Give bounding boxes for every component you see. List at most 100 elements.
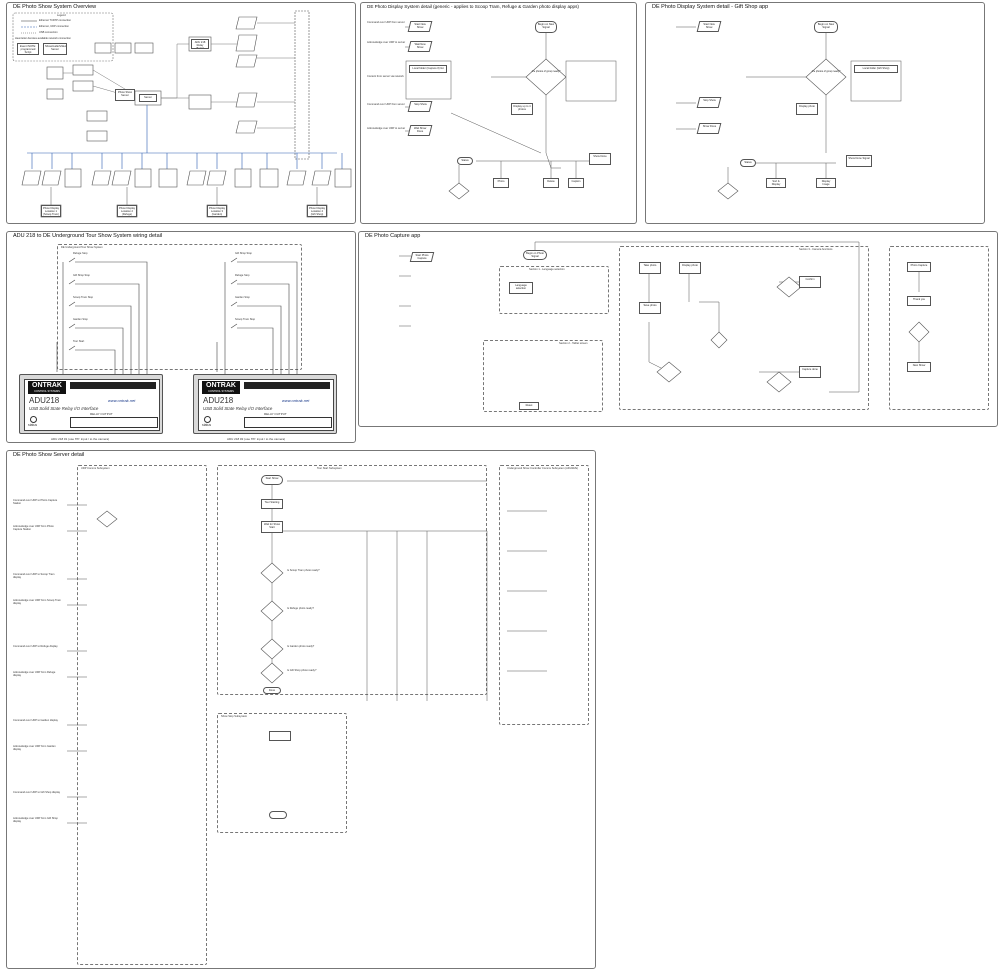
server-tour-section bbox=[217, 465, 487, 695]
generic-wait-new-show: Wait New Show bbox=[407, 41, 433, 52]
adu-switch2-1: Gift Shop Stop bbox=[235, 252, 252, 255]
server-panel: DE Photo Show Server detail UDP Comms Su… bbox=[6, 450, 596, 969]
capture-section-3 bbox=[619, 246, 869, 410]
generic-label-content: Content from server via network bbox=[367, 75, 404, 78]
server-left-label-3: Command over UDP to Scoop Tram display bbox=[13, 573, 55, 579]
overview-box-event: Event /NOTE: programmed Script bbox=[17, 43, 39, 55]
adu-group-label: DE Underground Tour Show System bbox=[61, 246, 103, 249]
overview-box-av-server: Show/Audio/Video Server bbox=[43, 43, 67, 55]
gift-begin-signal: Begin on New Signal bbox=[814, 21, 838, 33]
server-left-label-1: Command over UDP to Photo Capture Statio… bbox=[13, 499, 58, 505]
display-gift-title: DE Photo Display System detail - Gift Sh… bbox=[652, 4, 769, 10]
adu-board-2-relay-label: RELAY OUTPUT bbox=[264, 412, 287, 416]
capture-title: DE Photo Capture app bbox=[365, 233, 421, 239]
generic-label-cmd2: Command over UDP from server bbox=[367, 103, 405, 106]
server-stop-label: Show Stop Subsystem bbox=[221, 715, 248, 718]
display-generic-diagram bbox=[405, 26, 617, 200]
generic-status: Status bbox=[457, 157, 473, 165]
capture-confirm: Confirm bbox=[799, 276, 821, 288]
gift-start-new-show: Start New Show bbox=[696, 21, 722, 32]
display-gift-diagram bbox=[676, 26, 902, 200]
capture-save-photo: Save photo bbox=[639, 302, 661, 314]
gift-show-done-signal: Show Done Signal bbox=[846, 155, 872, 167]
overview-legend-note: Heat letter denotes available network co… bbox=[15, 37, 71, 40]
overview-panel: DE Photo Show System Overview bbox=[6, 2, 356, 224]
adu-board-1: ONTRAK CONTROL SYSTEMS ADU218 USB Solid … bbox=[19, 374, 163, 434]
gift-show-done: Show Done bbox=[696, 123, 722, 134]
server-diagram bbox=[67, 480, 547, 824]
capture-diagram bbox=[399, 241, 930, 393]
generic-label-cmd1: Command over UDP from server bbox=[367, 21, 405, 24]
overview-relay-box: ADU 218 Relay Board bbox=[191, 39, 209, 49]
generic-begin-signal: Begin on New Signal bbox=[535, 21, 557, 33]
server-stop-show bbox=[269, 731, 291, 741]
adu-switch2-4: Scoop Tram Stop bbox=[235, 318, 256, 321]
server-left-label-5: Command over UDP to Refuge display bbox=[13, 645, 58, 648]
capture-section-2 bbox=[483, 340, 603, 412]
overview-display-3: Photo Display Location 3 (Garden) bbox=[207, 205, 227, 217]
overview-display-1: Photo Display Location 1 (Scoop Tram) bbox=[41, 205, 61, 217]
gift-stop-show: Stop Show bbox=[696, 97, 722, 108]
server-left-label-9: Command over UDP to Gift Shop display bbox=[13, 791, 61, 794]
capture-reset: Reset bbox=[519, 402, 539, 410]
adu-board-1-relay-label: RELAY OUTPUT bbox=[90, 412, 113, 416]
generic-show-done: Show Done bbox=[589, 153, 611, 165]
generic-caption: Caption bbox=[568, 178, 584, 188]
server-left-label-10: Acknowledge over UDP from Gift Shop disp… bbox=[13, 817, 58, 823]
adu-switch-5: Tour Start bbox=[73, 340, 85, 343]
adu-wiring bbox=[56, 257, 298, 374]
overview-title: DE Photo Show System Overview bbox=[13, 4, 97, 10]
capture-take-photo: Take photo bbox=[639, 262, 661, 274]
server-udp-label: UDP Comms Subsystem bbox=[81, 467, 110, 470]
display-gift-panel: DE Photo Display System detail - Gift Sh… bbox=[645, 2, 985, 224]
adu-switch2-3: Garden Stop bbox=[235, 296, 250, 299]
capture-panel: DE Photo Capture app Section 1 - Languag… bbox=[358, 231, 998, 427]
overview-legend-item: Ethernet TCP/IP connection bbox=[39, 19, 72, 22]
capture-start: Start Photo Capture bbox=[409, 252, 435, 262]
adu-title: ADU 218 to DE Underground Tour Show Syst… bbox=[13, 233, 163, 239]
capture-display-photo: Display photo bbox=[679, 262, 701, 274]
server-title: DE Photo Show Server detail bbox=[13, 452, 85, 458]
server-left-label-4: Acknowledge over UDP from Scoop Tram dis… bbox=[13, 599, 61, 605]
adu-group-box bbox=[57, 244, 302, 370]
overview-display-2: Photo Display Location 2 (Refuge) bbox=[117, 205, 137, 217]
server-udp-section bbox=[77, 465, 207, 965]
server-q-garden: Is Garden photo ready? bbox=[287, 645, 315, 648]
generic-start-new-show: Start New Show bbox=[407, 21, 433, 32]
generic-label-ack1: Acknowledge over UDP to server bbox=[367, 41, 406, 44]
generic-decision-photos: Are photos of group ready? bbox=[531, 70, 561, 73]
adu-switch-4: Garden Stop bbox=[73, 318, 88, 321]
generic-photo: Photo bbox=[493, 178, 509, 188]
overview-display-4: Photo Display Location 4 (Gift Shop) bbox=[307, 205, 327, 217]
overview-legend-item: Ethernet, UDP connection bbox=[39, 25, 69, 28]
generic-label-ack2: Acknowledge over UDP to server bbox=[367, 127, 406, 130]
gift-decision-photos: Are photos of group ready? bbox=[811, 70, 841, 73]
adu-board-2-desc: USB Solid State Relay I/O Interface bbox=[203, 406, 273, 411]
adu-board-2-model: ADU218 bbox=[203, 396, 234, 405]
adu-switch-3: Scoop Tram Stop bbox=[73, 296, 94, 299]
server-left-label-8: Acknowledge over UDP from Garden display bbox=[13, 745, 56, 751]
adu-board-2-url: www.ontrak.net bbox=[282, 398, 310, 403]
generic-wait-show-done: Wait Show Done bbox=[407, 125, 433, 136]
server-controller-label: Underground Show Controller Comms Subsys… bbox=[507, 467, 579, 470]
capture-right-new-show: New Show bbox=[907, 362, 931, 372]
capture-begin-signal: Begin on Photo Signal bbox=[523, 250, 547, 260]
server-stop-done bbox=[269, 811, 287, 819]
overview-box-server: Server bbox=[139, 94, 157, 102]
server-stop-section bbox=[217, 713, 347, 833]
adu-switch2-2: Refuge Stop bbox=[235, 274, 250, 277]
adu-board-1-desc: USB Solid State Relay I/O Interface bbox=[29, 406, 99, 411]
adu-board-2-status-icon bbox=[204, 416, 211, 423]
generic-display-photos: Display up to 4 photos bbox=[511, 103, 533, 115]
adu-switch-2: Gift Shop Stop bbox=[73, 274, 90, 277]
server-tour-starting: Tour Starting bbox=[261, 499, 283, 509]
generic-local-folder: Local folder (Capture #) list bbox=[409, 65, 447, 73]
capture-right-thanks: Thank you bbox=[907, 296, 931, 306]
gift-local-folder: Local folder (Gift Shop) bbox=[854, 65, 898, 73]
server-tour-label: Tour Start Subsystem bbox=[317, 467, 342, 470]
server-q-gift: Is Gift Shop photo ready? bbox=[287, 669, 317, 672]
server-left-label-7: Command over UDP to Garden display bbox=[13, 719, 58, 722]
capture-section-2-label: Section 2 - Tablet screen bbox=[559, 342, 588, 345]
capture-right-box bbox=[889, 246, 989, 410]
capture-section-1 bbox=[499, 266, 609, 314]
